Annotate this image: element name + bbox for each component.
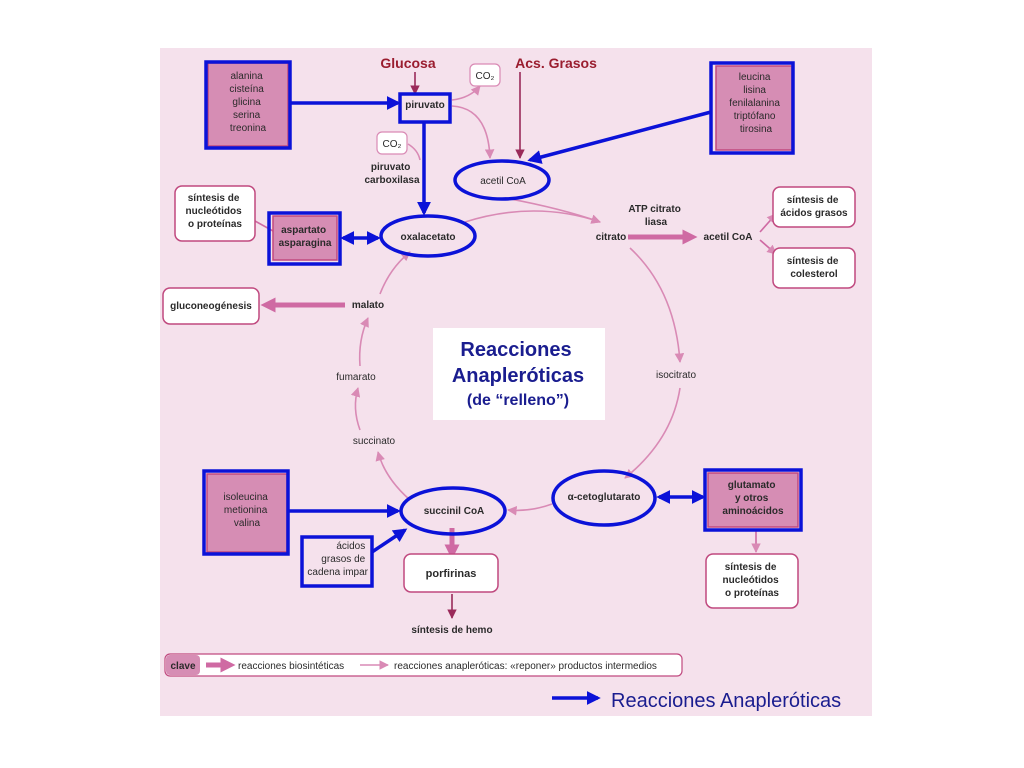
svg-text:gluconeogénesis: gluconeogénesis [170, 301, 252, 312]
box-colesterol: síntesis de colesterol [772, 247, 856, 289]
cycle-arc-isocitrato-cetoglutarato [624, 387, 681, 479]
metabolite-oxalacetato: oxalacetato [400, 232, 455, 243]
metabolite-malato: malato [352, 300, 384, 311]
svg-text:Anapleróticas: Anapleróticas [452, 365, 584, 387]
key-bar: clave reacciones biosintéticas reaccione… [164, 653, 683, 677]
svg-text:leucina lisina fen: leucina lisina fenilalanina triptófano t… [729, 72, 782, 135]
metabolite-acetil-coa-2: acetil CoA [704, 232, 753, 243]
aa-alanina: alanina [230, 71, 263, 82]
aa-glicina: glicina [232, 97, 261, 108]
svg-text:(de “relleno”): (de “relleno”) [467, 392, 569, 409]
highlight-oxalacetato [379, 214, 477, 258]
highlight-acetil-coa [453, 159, 551, 201]
metabolite-cetoglutarato: α-cetoglutarato [568, 492, 641, 503]
label-acs-grasos: Acs. Grasos [515, 55, 597, 71]
box-acidos-grasos: síntesis de ácidos grasos [772, 186, 856, 228]
box-gluconeogenesis: gluconeogénesis [162, 287, 260, 325]
highlight-aa-top-left [204, 60, 292, 150]
legend: Reacciones Anapleróticas [552, 690, 841, 712]
svg-text:síntesis de colesterol: síntesis de colesterol [787, 256, 841, 280]
box-nucleotidos-right: síntesis de nucleótidos o proteínas [705, 553, 799, 609]
box-nucleotidos-left: síntesis de nucleótidos o proteínas [174, 185, 256, 242]
svg-text:ácidos grasos de c: ácidos grasos de cadena impar [307, 541, 368, 578]
box-glutamato: glutamato y otros aminoácidos [707, 472, 799, 528]
label-piruvato-carboxilasa: piruvato carboxilasa [364, 162, 419, 186]
box-aspartato: aspartato asparagina [272, 215, 338, 261]
aa-tirosina: tirosina [740, 124, 773, 135]
metabolite-succinato: succinato [353, 436, 396, 447]
highlight-cadena-impar [300, 535, 374, 588]
cycle-arc-succinato-fumarato [350, 387, 361, 431]
highlight-cetoglutarato [551, 469, 657, 527]
arrow-acetilcoa-citrato [504, 197, 601, 224]
blue-arrow-impar-succinilcoa [371, 528, 408, 554]
svg-text:alanina cisteína g: alanina cisteína glicina serina treonina [229, 71, 266, 134]
key-biosynthetic-label: reacciones biosintéticas [238, 661, 344, 672]
label-glucosa: Glucosa [380, 55, 435, 71]
key-anaplerotic-label: reacciones anapleróticas: «reponer» prod… [394, 661, 657, 672]
highlight-succinil-coa [399, 486, 507, 536]
aa-leucina: leucina [739, 72, 771, 83]
svg-text:síntesis de ácidos graso: síntesis de ácidos grasos [780, 195, 848, 219]
cycle-arc-fumarato-malato [358, 317, 369, 367]
co2-top-box: CO₂ [469, 63, 501, 87]
svg-text:porfirinas: porfirinas [426, 568, 477, 580]
svg-text:CO₂: CO₂ [383, 139, 402, 150]
highlight-aa-top-right [709, 61, 795, 155]
box-aa-top-right: leucina lisina fenilalanina triptófano t… [715, 65, 793, 151]
svg-text:Reacciones: Reacciones [460, 339, 571, 361]
key-label: clave [170, 661, 195, 672]
metabolite-fumarato: fumarato [336, 372, 376, 383]
box-cadena-impar: ácidos grasos de cadena impar [304, 538, 370, 584]
box-aa-top-left: alanina cisteína glicina serina treonina [207, 62, 289, 147]
cycle-arc-oxalacetato-citrato [464, 210, 601, 224]
svg-text:CO₂: CO₂ [476, 71, 495, 82]
metabolite-succinil-coa: succinil CoA [424, 506, 485, 517]
arrow-piruvato-co2 [451, 85, 481, 101]
label-sintesis-hemo: síntesis de hemo [411, 625, 492, 636]
highlight-aspartato [267, 211, 342, 266]
box-porfirinas: porfirinas [403, 553, 499, 593]
aa-lisina: lisina [743, 85, 766, 96]
svg-text:glutamato y otros: glutamato y otros aminoácidos [722, 480, 784, 517]
label-atp-citrato-liasa: ATP citrato liasa [628, 204, 683, 228]
legend-label: Reacciones Anapleróticas [611, 690, 841, 712]
metabolite-acetil-coa: acetil CoA [480, 176, 526, 187]
metabolite-piruvato: piruvato [405, 100, 444, 111]
metabolite-isocitrato: isocitrato [656, 370, 696, 381]
arrow-piruvato-acetilcoa [451, 105, 495, 159]
center-title: Reacciones Anapleróticas (de “relleno”) [433, 328, 605, 420]
cycle-arc-citrato-isocitrato [629, 247, 685, 363]
box-aa-bottom-left: isoleucina metionina valina [206, 473, 288, 553]
cycle-arc-cetoglutarato-succinilcoa [507, 503, 553, 516]
svg-text:síntesis de nucleótidos: síntesis de nucleótidos o proteínas [186, 193, 245, 230]
svg-text:síntesis de nucleótidos: síntesis de nucleótidos o proteínas [723, 562, 782, 599]
co2-mid-box: CO₂ [376, 131, 408, 155]
aa-serina: serina [233, 110, 261, 121]
arrow-co2-oxalacetato [407, 143, 421, 161]
blue-highlights [202, 60, 803, 588]
cycle-arc-succinilcoa-succinato [375, 451, 411, 501]
aa-fenilalanina: fenilalanina [729, 98, 780, 109]
blue-arrow-aa-acetilcoa [527, 110, 712, 164]
aa-triptofano: triptófano [734, 111, 776, 122]
metabolite-citrato: citrato [596, 232, 627, 243]
cycle-arc-malato-oxalacetato [379, 251, 411, 295]
svg-text:aspartato asparagina: aspartato asparagina [279, 225, 332, 249]
aa-cisteina: cisteína [229, 84, 264, 95]
aa-treonina: treonina [230, 123, 267, 134]
svg-text:isoleucina metionina: isoleucina metionina valina [223, 492, 270, 529]
